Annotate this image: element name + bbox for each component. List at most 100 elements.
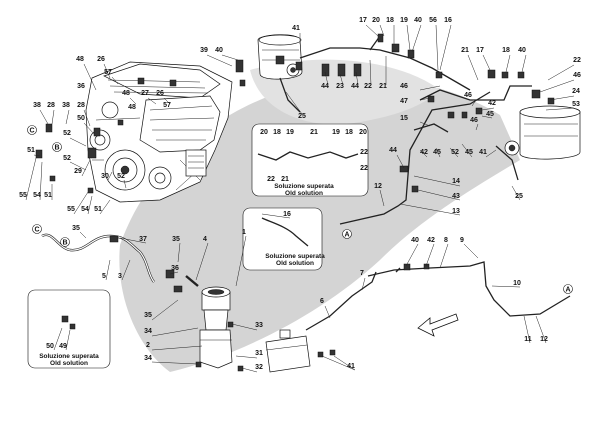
callout-48: 48 — [128, 104, 136, 111]
callout-38: 38 — [33, 102, 41, 109]
callout-44: 44 — [351, 83, 359, 90]
reference-circle — [342, 229, 352, 239]
callout-42: 42 — [427, 237, 435, 244]
callout-18: 18 — [386, 17, 394, 24]
callout-10: 10 — [513, 280, 521, 287]
callout-21: 21 — [310, 129, 318, 136]
callout-13: 13 — [452, 208, 460, 215]
callout-48: 48 — [122, 90, 130, 97]
callout-12: 12 — [374, 183, 382, 190]
callout-45: 45 — [433, 149, 441, 156]
callout-57: 57 — [104, 69, 112, 76]
callout-6: 6 — [320, 298, 324, 305]
callout-22: 22 — [360, 149, 368, 156]
callout-22: 22 — [573, 57, 581, 64]
carbon-canister — [199, 329, 233, 369]
callout-24: 24 — [572, 88, 580, 95]
callout-22: 22 — [267, 176, 275, 183]
callout-3: 3 — [118, 273, 122, 280]
callout-55: 55 — [19, 192, 27, 199]
callout-8: 8 — [444, 237, 448, 244]
reference-letter: C — [29, 127, 34, 134]
callout-19: 19 — [286, 129, 294, 136]
callout-40: 40 — [411, 237, 419, 244]
callout-51: 51 — [94, 206, 102, 213]
callout-46: 46 — [573, 72, 581, 79]
callout-52: 52 — [117, 173, 125, 180]
callout-45: 45 — [486, 111, 494, 118]
callout-1: 1 — [242, 229, 246, 236]
old-solution-caption-it: Soluzione superata — [39, 353, 99, 360]
callout-47: 47 — [400, 98, 408, 105]
reservoir-tank — [265, 329, 311, 373]
reference-marker-a: A — [563, 284, 573, 294]
reference-marker-b: B — [60, 237, 70, 247]
callout-21: 21 — [379, 83, 387, 90]
callout-53: 53 — [572, 101, 580, 108]
reference-circle — [27, 125, 37, 135]
callout-36: 36 — [171, 265, 179, 272]
callout-18: 18 — [502, 47, 510, 54]
callout-20: 20 — [260, 129, 268, 136]
callout-46: 46 — [464, 92, 472, 99]
callout-16: 16 — [444, 17, 452, 24]
callout-48: 48 — [76, 56, 84, 63]
callout-35: 35 — [72, 225, 80, 232]
callout-25: 25 — [298, 113, 306, 120]
old-solution-box-top — [251, 123, 369, 197]
callout-2: 2 — [146, 342, 150, 349]
rear-silencer — [504, 105, 581, 160]
callout-40: 40 — [215, 47, 223, 54]
callout-22: 22 — [360, 165, 368, 172]
callout-50: 50 — [46, 343, 54, 350]
old-solution-caption-en: Old solution — [50, 360, 88, 367]
leader-lines — [25, 24, 575, 373]
reference-marker-c: C — [32, 224, 42, 234]
reference-letter: B — [62, 239, 67, 246]
callout-18: 18 — [345, 129, 353, 136]
old-solution-caption-en: Old solution — [285, 190, 323, 197]
callout-41: 41 — [292, 25, 300, 32]
callout-28: 28 — [77, 102, 85, 109]
callout-29: 29 — [74, 168, 82, 175]
callout-19: 19 — [400, 17, 408, 24]
reference-letter: B — [54, 144, 59, 151]
callout-40: 40 — [414, 17, 422, 24]
callout-52: 52 — [63, 155, 71, 162]
callout-41: 41 — [347, 363, 355, 370]
old-solution-box-mid — [242, 207, 323, 271]
reference-marker-b: B — [52, 142, 62, 152]
callout-32: 32 — [255, 364, 263, 371]
callout-36: 36 — [77, 83, 85, 90]
callout-21: 21 — [281, 176, 289, 183]
direction-arrow — [417, 313, 459, 337]
callout-16: 16 — [283, 211, 291, 218]
callout-44: 44 — [389, 147, 397, 154]
reference-circle — [32, 224, 42, 234]
callout-28: 28 — [47, 102, 55, 109]
callout-55: 55 — [67, 206, 75, 213]
old-solution-caption-it: Soluzione superata — [265, 253, 325, 260]
reference-circle — [563, 284, 573, 294]
callout-17: 17 — [476, 47, 484, 54]
callout-14: 14 — [452, 178, 460, 185]
callout-34: 34 — [144, 328, 152, 335]
reference-letter: A — [565, 286, 570, 293]
callout-49: 49 — [59, 343, 67, 350]
callout-23: 23 — [336, 83, 344, 90]
callout-17: 17 — [359, 17, 367, 24]
callout-43: 43 — [452, 193, 460, 200]
callout-57: 57 — [163, 102, 171, 109]
callout-52: 52 — [451, 149, 459, 156]
callout-27: 27 — [141, 90, 149, 97]
callout-51: 51 — [44, 192, 52, 199]
callout-37: 37 — [139, 236, 147, 243]
callout-40: 40 — [518, 47, 526, 54]
callout-26: 26 — [97, 56, 105, 63]
reference-letter: C — [34, 226, 39, 233]
